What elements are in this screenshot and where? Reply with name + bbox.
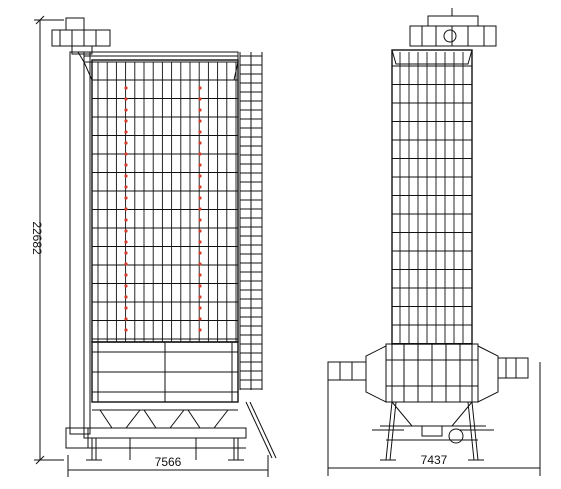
side-ladder (239, 52, 263, 390)
red-marker (124, 163, 128, 167)
red-marker (198, 306, 202, 310)
red-marker-column-right (198, 86, 202, 332)
side-column-body (391, 49, 473, 345)
side-elevation-view: 7437 (327, 8, 541, 476)
dryer-column-body (91, 59, 239, 343)
base-conveyor (65, 401, 277, 461)
red-marker (124, 317, 128, 321)
front-width-dimension-line (67, 455, 269, 477)
red-marker (198, 97, 202, 101)
red-marker (124, 240, 128, 244)
red-marker (198, 174, 202, 178)
red-marker (124, 97, 128, 101)
red-marker (124, 152, 128, 156)
red-marker (124, 86, 128, 90)
red-marker (124, 284, 128, 288)
side-width-dimension-label: 7437 (421, 453, 448, 467)
red-marker-column-left (124, 86, 128, 332)
red-marker (124, 130, 128, 134)
red-marker (124, 185, 128, 189)
red-marker (124, 207, 128, 211)
red-marker (124, 251, 128, 255)
column-grid (92, 62, 238, 342)
red-marker (198, 218, 202, 222)
red-marker (198, 130, 202, 134)
height-dimension-label: 22682 (30, 221, 44, 255)
red-marker (198, 273, 202, 277)
front-elevation-view: 22682 7566 (30, 15, 277, 477)
red-marker (124, 306, 128, 310)
red-marker (198, 152, 202, 156)
red-marker (124, 273, 128, 277)
fan-housings (327, 343, 529, 403)
red-marker (124, 119, 128, 123)
red-marker (198, 251, 202, 255)
side-column-grid (392, 52, 472, 344)
red-marker (124, 262, 128, 266)
red-marker (198, 229, 202, 233)
lower-section (91, 341, 239, 403)
red-marker (198, 262, 202, 266)
red-marker (124, 295, 128, 299)
side-top-funnel (391, 49, 473, 65)
red-marker (198, 185, 202, 189)
red-marker (124, 141, 128, 145)
red-marker (198, 240, 202, 244)
red-marker (198, 119, 202, 123)
red-marker (124, 328, 128, 332)
red-marker (124, 229, 128, 233)
red-marker (198, 328, 202, 332)
height-dimension-line (34, 15, 64, 465)
red-marker (198, 284, 202, 288)
red-marker (198, 295, 202, 299)
red-marker (124, 218, 128, 222)
red-marker (198, 141, 202, 145)
red-marker (124, 108, 128, 112)
side-width-dimension-line (327, 362, 541, 476)
red-marker (124, 196, 128, 200)
discharge-cone (391, 401, 473, 444)
red-marker (198, 196, 202, 200)
top-fan-housing (51, 17, 111, 55)
side-base-frame (372, 401, 494, 461)
red-marker (198, 108, 202, 112)
red-marker (198, 317, 202, 321)
red-marker (198, 207, 202, 211)
side-top-fan-housing (409, 8, 497, 47)
red-marker (198, 163, 202, 167)
discharge-hoppers (92, 401, 238, 429)
front-width-dimension-label: 7566 (155, 455, 182, 469)
top-hopper (77, 51, 239, 81)
red-marker (124, 174, 128, 178)
bucket-elevator (69, 51, 91, 435)
red-marker (198, 86, 202, 90)
